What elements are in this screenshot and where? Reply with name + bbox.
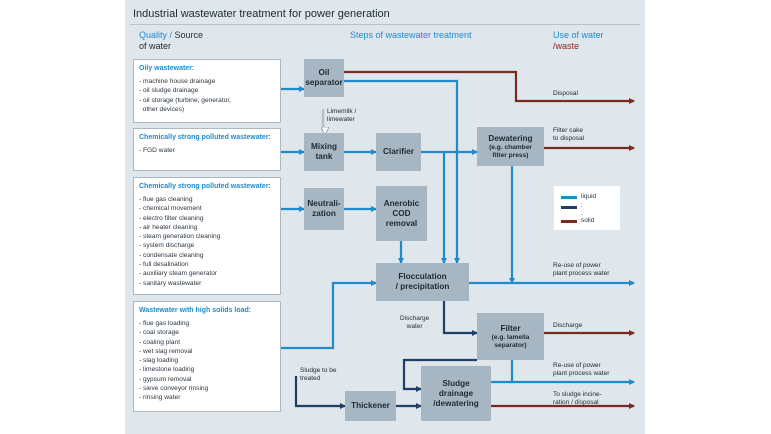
source-item: other devices) xyxy=(139,105,185,113)
source-box-oily: Oily wastewater: - machine house drainag… xyxy=(133,59,281,123)
source-item: - machine house drainage xyxy=(139,78,216,85)
use-header-label: Use of water xyxy=(553,30,604,40)
flow-sludge-to-thickener xyxy=(294,376,346,409)
source-item: - coaling plant xyxy=(139,338,181,346)
output-filter-cake: Filter cake to disposal xyxy=(553,127,585,142)
discharge-water-label: Discharge water xyxy=(400,315,430,330)
flow-solids-to-flocculation xyxy=(281,280,377,350)
step-sublabel: (e.g. lamella separator) xyxy=(491,333,530,349)
source-item: - chemical movement xyxy=(139,205,202,213)
legend-swatch-liquid xyxy=(561,196,577,199)
step-label: Thickener xyxy=(351,401,390,410)
step-anaerobic-cod-removal: Anerobic COD removal xyxy=(376,186,427,241)
source-heading: Wastewater with high solids load: xyxy=(139,307,252,314)
source-list: - flue gas loading - coal storage - coal… xyxy=(139,319,275,403)
step-label: Filter xyxy=(500,323,521,333)
source-item: - sanitary wastewater xyxy=(139,279,202,287)
source-item: - FGD water xyxy=(139,147,175,154)
source-box-solids: Wastewater with high solids load: - flue… xyxy=(133,301,281,412)
flow-flocculation-to-filter xyxy=(442,301,478,336)
source-item: - slag loading xyxy=(139,357,179,365)
source-item: - limestone loading xyxy=(139,366,195,374)
source-item: - full desalination xyxy=(139,261,189,269)
source-item: - auxiliary steam generator xyxy=(139,270,218,278)
source-item: - electro filter cleaning xyxy=(139,214,204,222)
step-label: Anerobic COD removal xyxy=(383,198,420,228)
step-sublabel: (e.g. chamber filter press) xyxy=(489,143,532,159)
step-neutralization: Neutrali- zation xyxy=(304,188,344,230)
source-item: - wet slag removal xyxy=(139,347,193,355)
legend-swatch-solid xyxy=(561,220,577,223)
legend-label-sludge: : xyxy=(581,202,583,209)
flow-separator-to-disposal xyxy=(344,70,635,104)
source-item: - coal storage xyxy=(139,329,179,337)
source-item: - oil sludge drainage xyxy=(139,87,199,95)
legend: liquid : . solid xyxy=(554,186,620,230)
source-column-header: Quality / Source of water xyxy=(139,30,203,52)
step-mixing-tank: Mixing tank xyxy=(304,133,344,171)
waste-header-label: /waste xyxy=(553,41,580,51)
step-sludge-drainage: Sludge drainage /dewatering xyxy=(421,366,491,421)
step-thickener: Thickener xyxy=(345,391,396,421)
step-label: Clarifier xyxy=(383,147,414,156)
output-sludge-incineration: To sludge incine- ration / disposal xyxy=(553,391,602,406)
output-reuse-process-water-1: Re-use of power plant process water xyxy=(553,262,610,277)
step-clarifier: Clarifier xyxy=(376,133,421,171)
step-label: Oil separator xyxy=(305,68,343,87)
source-item: - air heater cleaning xyxy=(139,223,198,231)
step-flocculation: Flocculation / precipitation xyxy=(376,263,469,301)
source-item: - steam generation cleaning xyxy=(139,233,221,241)
step-label: Flocculation / precipitation xyxy=(395,272,450,291)
step-dewatering: Dewatering (e.g. chamber filter press) xyxy=(477,127,544,166)
use-column-header: Use of water /waste xyxy=(553,30,604,52)
step-label: Dewatering xyxy=(488,133,533,143)
sludge-treated-label: Sludge to be treated xyxy=(300,367,337,382)
flow-filter-sludge-to-drainage xyxy=(402,358,477,392)
step-label: Neutrali- zation xyxy=(307,199,341,218)
step-filter: Filter (e.g. lamella separator) xyxy=(477,313,544,360)
source-box-fgd: Chemically strong polluted wastewater: -… xyxy=(133,128,281,171)
source-item: - sieve conveyor rinsing xyxy=(139,385,209,393)
legend-label-dot: . xyxy=(581,210,583,217)
source-heading: Chemically strong polluted wastewater: xyxy=(139,183,271,190)
source-item: - rinsing water xyxy=(139,394,181,402)
limemilk-label: Limemilk / limewater xyxy=(327,108,357,123)
flow-separator-to-flocculation xyxy=(344,79,460,264)
steps-column-header: Steps of wastewater treatment xyxy=(350,30,472,40)
source-header-label: Source xyxy=(174,30,204,40)
output-disposal: Disposal xyxy=(553,90,578,97)
source-item: - condensate cleaning xyxy=(139,251,204,259)
source-list: - machine house drainage - oil sludge dr… xyxy=(139,77,275,114)
output-discharge: Discharge xyxy=(553,322,583,329)
source-item: - gypsum removal xyxy=(139,375,192,383)
source-item: - flue gas cleaning xyxy=(139,196,193,203)
legend-swatch-sludge xyxy=(561,206,577,209)
source-list: - FGD water xyxy=(139,146,275,155)
source-item: - system discharge xyxy=(139,242,195,250)
step-label: Mixing tank xyxy=(311,142,337,161)
source-heading: Oily wastewater: xyxy=(139,65,195,72)
diagram-title: Industrial wastewater treatment for powe… xyxy=(133,8,390,20)
source-list: - flue gas cleaning - chemical movement … xyxy=(139,195,275,288)
source-item: - oil storage (turbine, generator, xyxy=(139,96,231,104)
source-item: - flue gas loading xyxy=(139,320,190,327)
source-heading: Chemically strong polluted wastewater: xyxy=(139,134,271,141)
legend-label-liquid: liquid xyxy=(581,193,597,200)
source-header-line2: of water xyxy=(139,41,172,51)
step-label: Sludge drainage /dewatering xyxy=(433,378,479,408)
title-divider xyxy=(130,24,640,25)
legend-label-solid: solid xyxy=(581,217,595,224)
step-oil-separator: Oil separator xyxy=(304,59,344,97)
output-reuse-process-water-2: Re-use of power plant process water xyxy=(553,362,610,377)
source-box-chemical: Chemically strong polluted wastewater: -… xyxy=(133,177,281,295)
quality-header-label: Quality / xyxy=(139,30,173,40)
